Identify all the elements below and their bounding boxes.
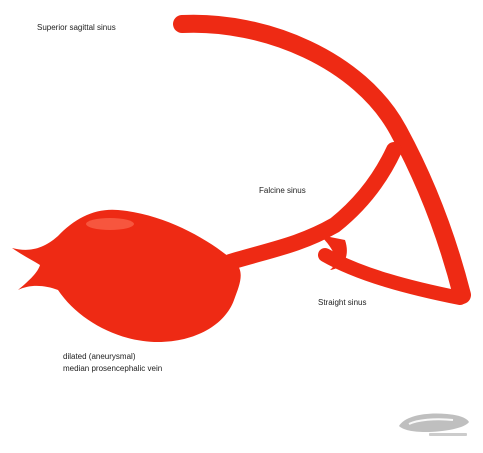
radiopaedia-logo — [395, 406, 473, 440]
straight-sinus-label: Straight sinus — [318, 297, 366, 308]
vein-label-line1: dilated (aneurysmal) — [63, 351, 135, 362]
dilated-median-prosencephalic-vein — [12, 210, 241, 342]
vein-label-line2: median prosencephalic vein — [63, 363, 162, 374]
superior-sagittal-sinus-label: Superior sagittal sinus — [37, 22, 116, 33]
vein-highlight — [86, 218, 134, 230]
falcine-sinus — [230, 150, 394, 262]
straight-sinus — [325, 255, 460, 298]
falcine-sinus-label: Falcine sinus — [259, 185, 306, 196]
